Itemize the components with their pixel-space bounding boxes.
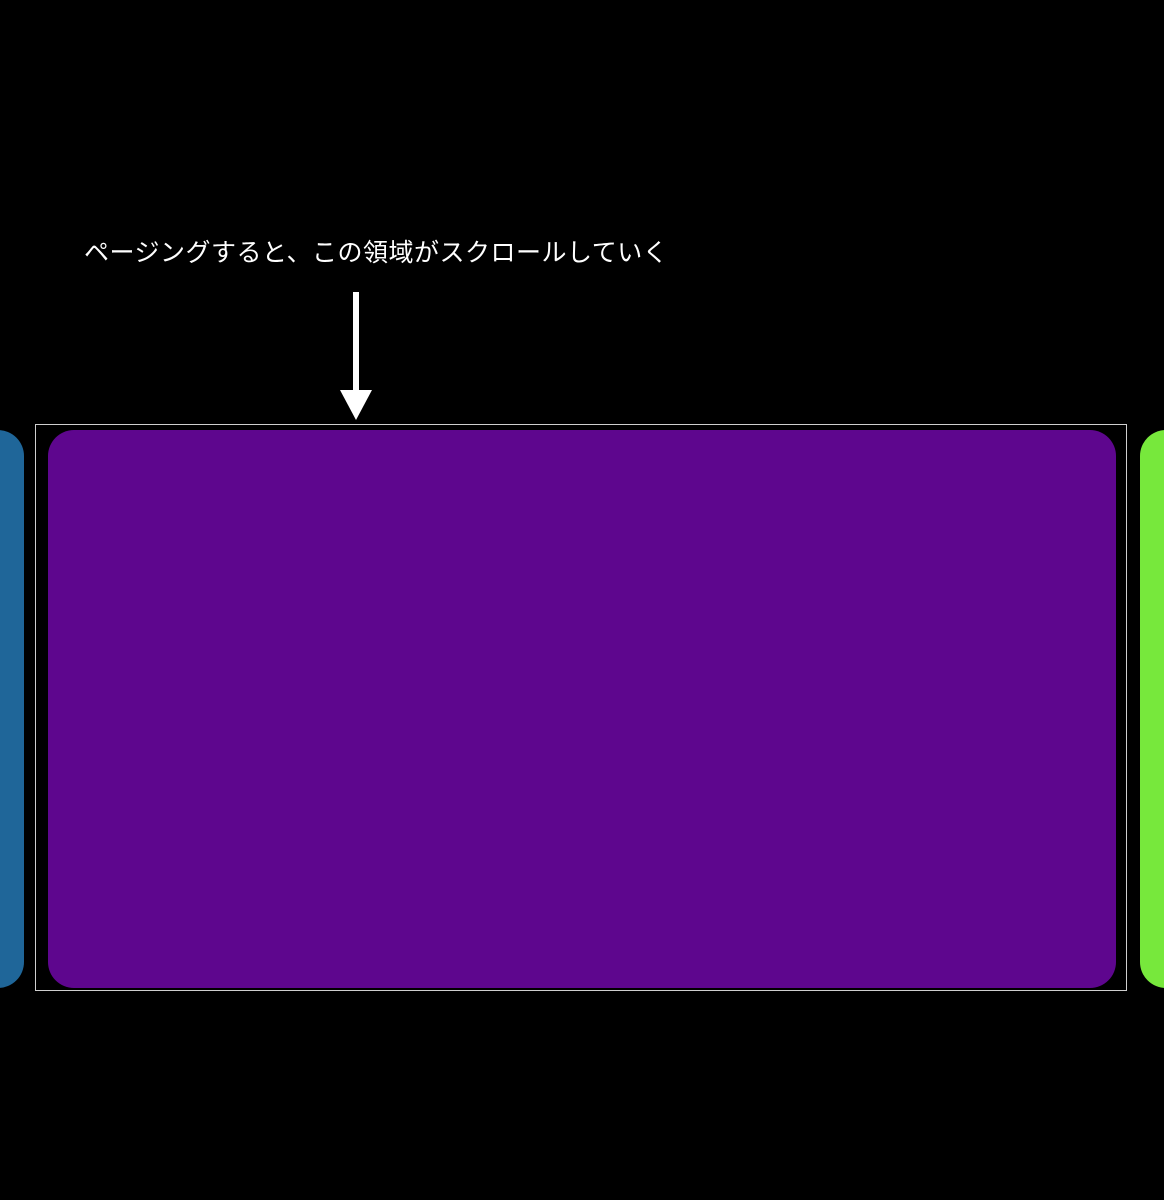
arrow-down-icon bbox=[340, 292, 372, 420]
annotation-text: ページングすると、この領域がスクロールしていく bbox=[84, 238, 669, 267]
card-previous-page bbox=[0, 430, 24, 988]
scroll-viewport-frame bbox=[35, 424, 1127, 991]
card-current-page bbox=[48, 430, 1116, 988]
card-next-page bbox=[1140, 430, 1164, 988]
